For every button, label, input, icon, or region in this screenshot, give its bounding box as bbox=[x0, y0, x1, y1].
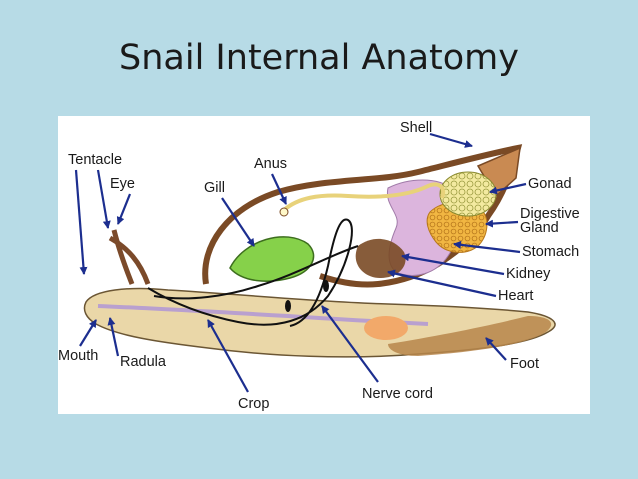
gonad-shape bbox=[439, 171, 497, 217]
kidney-shape bbox=[355, 238, 406, 278]
arrow-foot bbox=[485, 337, 507, 361]
foot-sole bbox=[388, 316, 552, 356]
nerve-ganglion-1 bbox=[285, 300, 291, 312]
tentacle-shape bbox=[111, 229, 135, 285]
arrow-radula bbox=[107, 317, 120, 357]
label-gill: Gill bbox=[204, 180, 225, 196]
arrow-crop bbox=[207, 319, 249, 393]
label-heart: Heart bbox=[498, 288, 533, 304]
anatomy-svg: Shell Tentacle Eye Anus Gill Gonad Diges… bbox=[58, 120, 580, 412]
label-crop: Crop bbox=[238, 396, 269, 412]
arrow-tentacle-2 bbox=[96, 169, 111, 229]
arrow-eye bbox=[116, 193, 132, 225]
nerve-cord-line bbox=[147, 218, 353, 327]
intestine-tube bbox=[282, 182, 445, 212]
label-foot: Foot bbox=[510, 356, 539, 372]
anatomy-diagram: Shell Tentacle Eye Anus Gill Gonad Diges… bbox=[58, 116, 590, 414]
label-tentacle: Tentacle bbox=[68, 152, 122, 168]
arrow-gonad bbox=[489, 182, 527, 195]
label-stomach: Stomach bbox=[522, 244, 579, 260]
crop-line bbox=[153, 245, 359, 300]
foot-organ bbox=[364, 316, 408, 340]
arrow-anus bbox=[271, 173, 287, 205]
eye-stalk-shape bbox=[108, 235, 151, 285]
label-mouth: Mouth bbox=[58, 348, 98, 364]
label-kidney: Kidney bbox=[506, 266, 551, 282]
arrow-tentacle bbox=[74, 169, 88, 275]
slide-title: Snail Internal Anatomy bbox=[119, 38, 519, 78]
label-anus: Anus bbox=[254, 156, 287, 172]
label-digestive: Digestive bbox=[520, 206, 580, 222]
anus-opening bbox=[279, 207, 289, 217]
label-gonad: Gonad bbox=[528, 176, 572, 192]
label-nerve-cord: Nerve cord bbox=[362, 386, 433, 402]
arrow-mouth bbox=[79, 319, 97, 347]
arrow-kidney bbox=[401, 253, 505, 276]
label-radula: Radula bbox=[120, 354, 167, 370]
label-eye: Eye bbox=[110, 176, 135, 192]
nerve-ganglion-2 bbox=[323, 280, 329, 292]
gill-shape bbox=[229, 236, 315, 282]
arrow-shell bbox=[429, 132, 473, 148]
arrow-digestive bbox=[485, 219, 519, 228]
arrow-stomach bbox=[453, 240, 521, 254]
label-gland: Gland bbox=[520, 220, 559, 236]
arrow-heart bbox=[387, 269, 497, 298]
label-shell: Shell bbox=[400, 120, 432, 136]
arrow-gill bbox=[221, 197, 255, 247]
arrow-nerve-cord bbox=[321, 305, 379, 383]
